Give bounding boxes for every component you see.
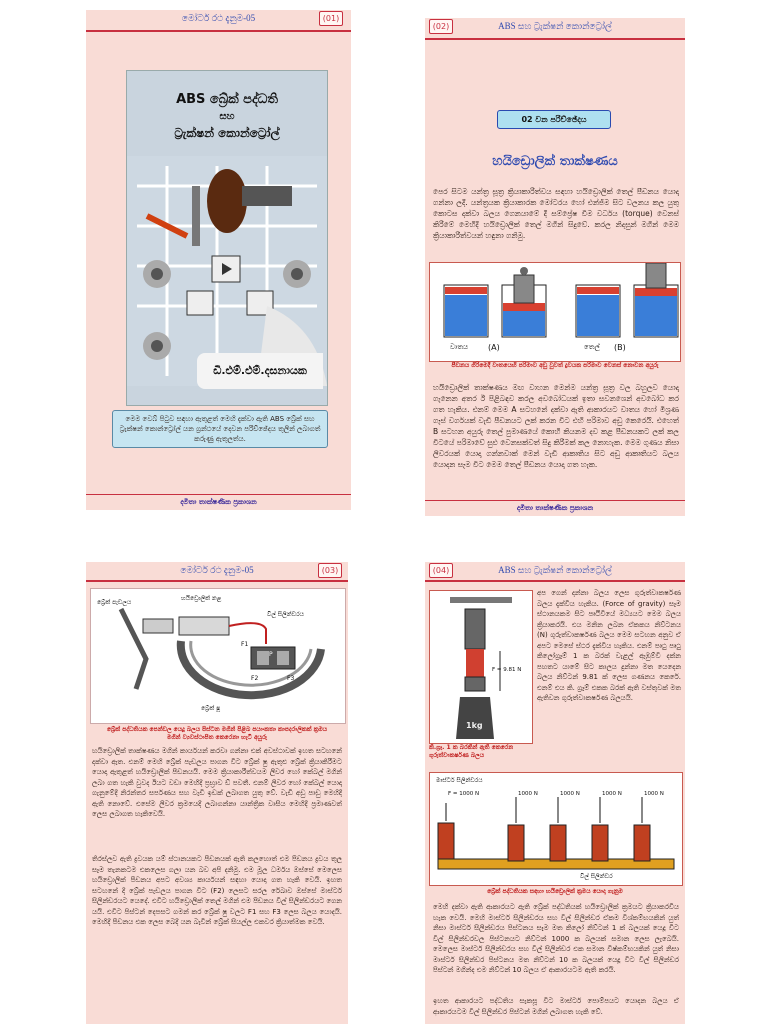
page-number: (03) <box>318 563 342 578</box>
label-f3: F3 <box>287 675 295 682</box>
label-f2: F2 <box>251 675 259 682</box>
page-footer: දමිතා තාක්ෂණික ප්‍රකාශන <box>516 504 594 512</box>
label-air: වාතය <box>450 343 469 351</box>
page-header: ABS සහ ට්‍රැක්ෂන් කොන්ට්‍රෝල් (04) <box>425 562 685 584</box>
figure-brake-system: බ්‍රේක් පැඩලය හයිඩ්‍රොලික් නළ වීල් සිලින… <box>90 588 346 724</box>
header-title: මෝටර් රථ දැනුම-05 <box>180 565 254 575</box>
paragraph-2: ඉහත ආකාරයට පද්ධතිය සැකසූ විට මාස්ටර් පොම… <box>433 997 679 1016</box>
label-brake-pedal: බ්‍රේක් පැඩලය <box>97 599 132 606</box>
cylinder-a1 <box>443 284 489 338</box>
label-oil: තෙල් <box>584 343 600 351</box>
label-f1000: F = 1000 N <box>448 791 480 797</box>
page-2: ABS සහ ට්‍රැක්ෂන් කොන්ට්‍රෝල් (02) 02 වන… <box>425 18 685 516</box>
label-wheel-cylinders: වීල් සිලින්ඩර <box>580 873 613 880</box>
label-hydraulic-hose: හයිඩ්‍රොලික් නළ <box>181 595 222 602</box>
label-n1: 1000 N <box>518 791 538 797</box>
page-number: (02) <box>429 19 453 34</box>
page-header: ABS සහ ට්‍රැක්ෂන් කොන්ට්‍රෝල් (02) <box>425 18 685 40</box>
page-header: මෝටර් රථ දැනුම-05 (03) <box>86 562 348 584</box>
page-number: (04) <box>429 563 453 578</box>
page-number: (01) <box>319 11 343 26</box>
author-name: ඩී.එම්.එම්.දසනායක <box>197 353 323 389</box>
paragraph-2: හයිඩ්‍රොලික් තාක්ෂණය මඟ වාහන මෙන්ම යන්ත්… <box>433 383 679 469</box>
header-title: මෝටර් රථ දැනුම-05 <box>181 13 256 23</box>
chapter-badge: 02 වන පරිච්ඡේදය <box>497 110 611 129</box>
cylinder-b1 <box>575 284 621 338</box>
label-force: F = 9.81 N <box>492 667 522 673</box>
cylinder-b2 <box>633 262 679 338</box>
label-p: P <box>269 651 273 658</box>
label-n3: 1000 N <box>602 791 622 797</box>
book-cover: ABS බ්‍රේක් පද්ධති සහ ට්‍රැක්ෂන් කොන්ට්‍… <box>126 70 328 406</box>
figure-hydraulic-brake: මාස්ටර් සිලින්ඩරය F = 1000 N 1000 N 1000… <box>429 772 683 886</box>
cylinder-a2 <box>501 267 547 338</box>
label-n2: 1000 N <box>560 791 580 797</box>
page-header: මෝටර් රථ දැනුම-05 (01) <box>86 10 351 32</box>
cover-illustration <box>127 156 327 386</box>
label-wheel-cylinder: වීල් සිලින්ඩරය <box>267 611 304 618</box>
label-weight: 1kg <box>466 721 483 730</box>
paragraph-2: තිරස්ලව ඇති ද්‍රවයක යම් ස්ථානයකට පීඩනයක්… <box>92 855 342 926</box>
figure-compression: වාතය (A) තෙල් (B) <box>429 262 681 362</box>
right-column-text: අප ගෙන් දන්නා බලය ලෙස ගුරුත්වාකර්ෂණ බලය … <box>537 589 681 702</box>
paragraph-1: පෙර සිටම යන්ත්‍ර සූත්‍ර ක්‍රියාකාරීත්වය … <box>433 187 679 240</box>
page-4: ABS සහ ට්‍රැක්ෂන් කොන්ට්‍රෝල් (04) F = 9… <box>425 562 685 1024</box>
label-b: (B) <box>614 343 626 352</box>
header-title: ABS සහ ට්‍රැක්ෂන් කොන්ට්‍රෝල් <box>498 565 612 575</box>
label-master-cylinder: මාස්ටර් සිලින්ඩරය <box>436 777 483 784</box>
figure-1-caption: කි.ග්‍රෑ. 1 ක බරකින් ඇති කෙරෙන ගුරුත්වාක… <box>429 744 514 759</box>
label-n4: 1000 N <box>644 791 664 797</box>
figure-2-caption: බ්‍රේක් පද්ධතියක සඳහා හයිඩ්‍රොලික් ක්‍රම… <box>487 888 623 895</box>
page-1: මෝටර් රථ දැනුම-05 (01) ABS බ්‍රේක් පද්ධත… <box>86 10 351 510</box>
header-title: ABS සහ ට්‍රැක්ෂන් කොන්ට්‍රෝල් <box>498 21 612 31</box>
page-3: මෝටර් රථ දැනුම-05 (03) බ්‍රේක් පැඩලය හයි… <box>86 562 348 1024</box>
page-footer: දමිතා තාක්ෂණික ප්‍රකාශන <box>180 498 257 506</box>
cover-title: ABS බ්‍රේක් පද්ධති සහ ට්‍රැක්ෂන් කොන්ට්‍… <box>174 92 280 140</box>
chapter-title: හයිඩ්‍රොලික් තාක්ෂණය <box>492 154 618 169</box>
label-a: (A) <box>488 343 500 352</box>
figure-gravity: F = 9.81 N 1kg <box>429 590 533 744</box>
label-brake-shoe: බ්‍රේක් ෂූ <box>201 705 221 712</box>
paragraph-1: මෙහි දක්වා ඇති ආකාරයට ඇති බ්‍රේක් පද්ධති… <box>433 903 679 974</box>
paragraph-1: හයිඩ්‍රොලික් තාක්ෂණය මගින් කාර්යයන් කරවා… <box>92 747 342 818</box>
figure-caption: බ්‍රේක් පද්ධතියක පෙන්ඩල යෙදූ බලය පිස්ටන … <box>106 726 328 741</box>
info-box: මෙම වෙබ් පිටුව සඳහා ඇතුළත් මෙහි දැක්වා ඇ… <box>112 410 328 448</box>
figure-caption: පීඩනය ගිරිමෙදී වාතයෙහි පරිමාව අඩු වුවත් … <box>451 362 659 369</box>
label-f1: F1 <box>241 641 249 648</box>
